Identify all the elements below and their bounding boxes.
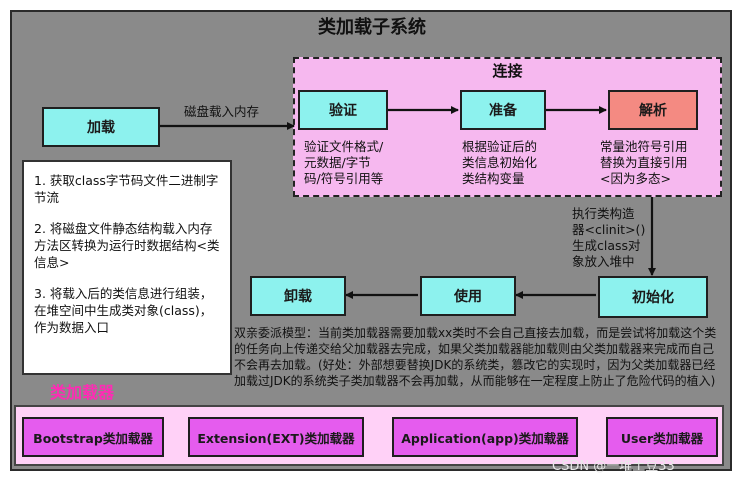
- node-extension-loader: Extension(EXT)类加载器: [188, 417, 364, 457]
- loading-step: 1. 获取class字节码文件二进制字节流: [34, 173, 219, 205]
- node-unload: 卸载: [250, 276, 346, 316]
- note-resolve-line: <因为多态>: [600, 171, 671, 186]
- edge-label-clinit: 执行类构造 器<clinit>() 生成class对 象放入堆中: [572, 206, 645, 270]
- note-prepare-line: 类信息初始化: [462, 155, 538, 170]
- note-resolve-line: 替换为直接引用: [600, 155, 688, 170]
- note-prepare-line: 类结构变量: [462, 171, 525, 186]
- loading-step: 3. 将载入后的类信息进行组装，在堆空间中生成类对象(class)，作为数据入口: [34, 286, 213, 335]
- node-user-loader: User类加载器: [606, 417, 718, 457]
- loading-step: 2. 将磁盘文件静态结构载入内存方法区转换为运行时数据结构<类信息>: [34, 221, 220, 270]
- watermark: CSDN @一堆土豆33: [552, 459, 675, 474]
- loading-steps-box: 1. 获取class字节码文件二进制字节流 2. 将磁盘文件静态结构载入内存方法…: [22, 160, 232, 375]
- note-prepare: 根据验证后的 类信息初始化 类结构变量: [462, 139, 537, 187]
- linking-group-label: 连接: [492, 62, 523, 80]
- note-resolve: 常量池符号引用 替换为直接引用 <因为多态>: [600, 139, 688, 187]
- node-use: 使用: [420, 276, 516, 316]
- class-loader-title: 类加载器: [50, 383, 115, 402]
- node-resolve: 解析: [608, 90, 698, 130]
- node-application-loader: Application(app)类加载器: [392, 417, 578, 457]
- node-load: 加载: [42, 107, 160, 147]
- edge-label-clinit-line: 象放入堆中: [572, 254, 635, 269]
- node-initialize: 初始化: [598, 276, 708, 318]
- edge-label-clinit-line: 执行类构造: [572, 206, 635, 221]
- edge-label-disk-to-memory: 磁盘载入内存: [184, 104, 260, 119]
- note-verify: 验证文件格式/ 元数据/字节 码/符号引用等: [304, 139, 383, 187]
- node-prepare: 准备: [460, 90, 546, 130]
- node-verify: 验证: [298, 90, 388, 130]
- note-prepare-line: 根据验证后的: [462, 139, 538, 154]
- note-verify-line: 元数据/字节: [304, 155, 371, 170]
- edge-label-clinit-line: 器<clinit>(): [572, 222, 646, 237]
- node-bootstrap-loader: Bootstrap类加载器: [22, 417, 164, 457]
- note-resolve-line: 常量池符号引用: [600, 139, 688, 154]
- diagram-title: 类加载子系统: [318, 17, 426, 38]
- note-verify-line: 验证文件格式/: [304, 139, 384, 154]
- edge-label-clinit-line: 生成class对: [572, 238, 641, 253]
- note-verify-line: 码/符号引用等: [304, 171, 384, 186]
- parent-delegation-description: 双亲委派模型：当前类加载器需要加载xx类时不会自己直接去加载，而是尝试将加载这个…: [234, 326, 717, 388]
